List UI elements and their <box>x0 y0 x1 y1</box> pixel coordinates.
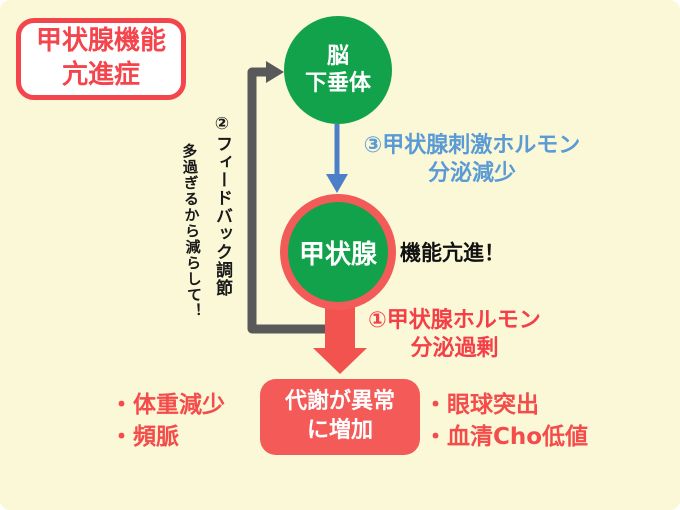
thyroid-node: 甲状腺 <box>280 194 396 310</box>
title-line-2: 亢進症 <box>61 60 140 90</box>
feedback-label: ②フィードバック調節 <box>212 114 232 297</box>
symptom-item: ・頻脈 <box>110 424 179 450</box>
tsh-line-1: ③甲状腺刺激ホルモン <box>363 133 581 158</box>
feedback-arrow <box>247 61 330 334</box>
title-box: 甲状腺機能 亢進症 <box>16 18 186 100</box>
hormone-line-1: ①甲状腺ホルモン <box>368 308 541 333</box>
thyroid-status-label: 機能亢進！ <box>400 241 505 265</box>
symptoms-right-list: ・眼球突出 ・血清Cho低値 <box>424 389 588 453</box>
tsh-label: ③甲状腺刺激ホルモン 分泌減少 <box>352 132 592 187</box>
pituitary-node: 脳 下垂体 <box>284 16 392 124</box>
hormone-arrow <box>313 300 367 374</box>
hormone-line-2: 分泌過剰 <box>410 335 499 361</box>
thyroid-label: 甲状腺 <box>298 239 377 270</box>
title-line-1: 甲状腺機能 <box>35 26 166 57</box>
metabolism-line-1: 代謝が異常 <box>284 389 395 415</box>
pituitary-line-2: 下垂体 <box>304 71 371 96</box>
metabolism-line-2: に増加 <box>306 418 373 443</box>
symptom-item: ・血清Cho低値 <box>424 424 589 450</box>
metabolism-box: 代謝が異常 に増加 <box>260 379 420 455</box>
symptoms-left-list: ・体重減少 ・頻脈 <box>110 389 225 453</box>
tsh-arrow <box>326 124 348 193</box>
symptom-item: ・体重減少 <box>110 392 225 418</box>
tsh-line-2: 分泌減少 <box>427 160 516 186</box>
symptom-item: ・眼球突出 <box>424 392 539 418</box>
pituitary-line-1: 脳 <box>326 43 349 69</box>
hormone-label: ①甲状腺ホルモン 分泌過剰 <box>357 307 552 362</box>
